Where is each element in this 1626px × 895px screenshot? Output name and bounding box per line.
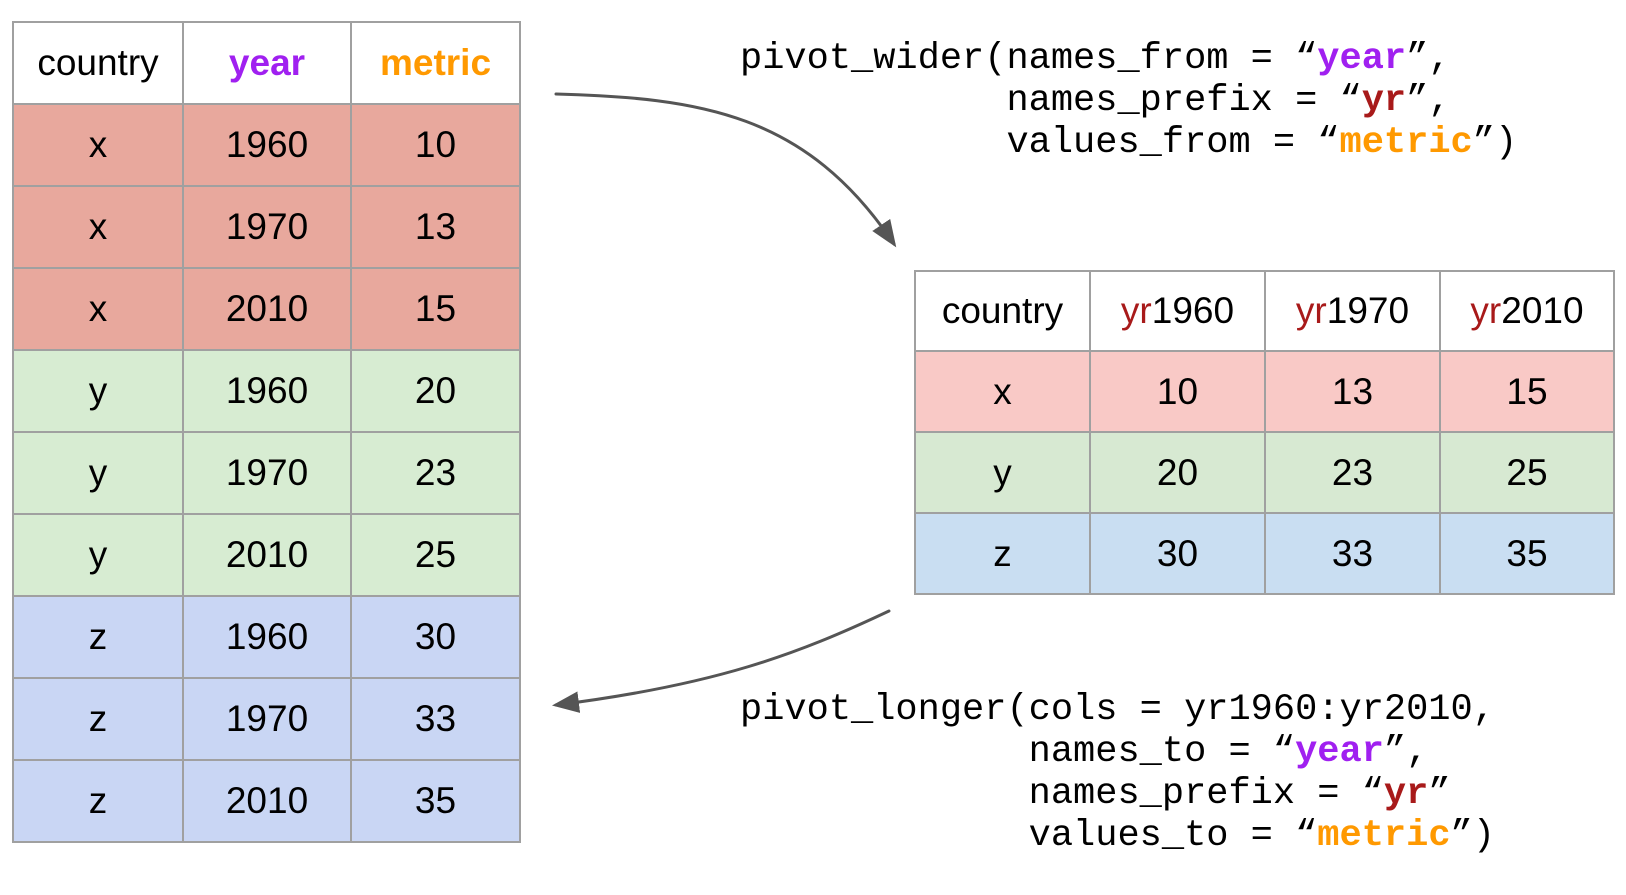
code-text: ”) [1472,122,1518,164]
long-table-header-metric: metric [350,21,521,105]
header-text: yr [1470,290,1502,331]
cell-country: y [914,431,1091,514]
cell-value: 33 [1264,512,1441,595]
wide-table-header-cell: yr1960 [1089,270,1266,352]
cell-metric: 10 [350,103,521,187]
code-text: pivot_longer(cols = yr1960:yr2010, [740,689,1495,731]
code-line: names_to = “year”, [740,731,1495,773]
cell-metric: 30 [350,595,521,679]
code-line: pivot_longer(cols = yr1960:yr2010, [740,689,1495,731]
pivot-wider-code: pivot_wider(names_from = “year”, names_p… [740,38,1517,164]
cell-value: 20 [1089,431,1266,514]
cell-value: 25 [1439,431,1615,514]
code-token: yr [1383,773,1429,815]
code-text: ”, [1406,80,1451,122]
cell-country: z [12,759,184,843]
cell-year: 1960 [182,595,352,679]
cell-country: z [12,595,184,679]
long-table-header-country: country [12,21,184,105]
cell-metric: 15 [350,267,521,351]
cell-metric: 20 [350,349,521,433]
cell-country: y [12,349,184,433]
cell-value: 23 [1264,431,1441,514]
cell-year: 1970 [182,185,352,269]
cell-metric: 33 [350,677,521,761]
wide-table-header-cell: yr1970 [1264,270,1441,352]
header-text: yr [1120,290,1152,331]
long-table-header-row: country year metric [12,21,521,105]
cell-value: 30 [1089,512,1266,595]
code-token: year [1317,38,1407,80]
code-text: ”) [1450,815,1495,857]
code-line: names_prefix = “yr”, [740,80,1517,122]
code-text: pivot_wider(names_from = “ [740,38,1318,80]
cell-year: 2010 [182,513,352,597]
wide-table-header-cell: yr2010 [1439,270,1615,352]
code-text: names_to = “ [740,731,1296,773]
cell-metric: 35 [350,759,521,843]
cell-year: 2010 [182,267,352,351]
code-line: pivot_wider(names_from = “year”, [740,38,1517,80]
code-text: ”, [1383,731,1429,773]
header-text: country [941,290,1064,331]
cell-year: 1970 [182,431,352,515]
code-text: names_prefix = “ [740,80,1362,122]
header-text: 1970 [1326,290,1410,331]
header-text: 2010 [1501,290,1584,331]
cell-country: x [12,103,184,187]
pivot-longer-code: pivot_longer(cols = yr1960:yr2010, names… [740,689,1495,857]
wide-table-header-cell: country [914,270,1091,352]
code-text: ” [1428,773,1451,815]
code-line: values_from = “metric”) [740,122,1517,164]
code-text: values_to = “ [740,815,1318,857]
cell-country: x [12,185,184,269]
cell-value: 13 [1264,350,1441,433]
code-text: names_prefix = “ [740,773,1384,815]
cell-country: x [12,267,184,351]
code-text: values_from = “ [740,122,1340,164]
cell-value: 35 [1439,512,1615,595]
cell-year: 1970 [182,677,352,761]
code-token: metric [1317,815,1451,857]
code-token: metric [1339,122,1473,164]
code-line: names_prefix = “yr” [740,773,1495,815]
cell-value: 15 [1439,350,1615,433]
cell-country: z [12,677,184,761]
cell-metric: 25 [350,513,521,597]
cell-year: 1960 [182,349,352,433]
cell-country: z [914,512,1091,595]
code-token: yr [1361,80,1407,122]
cell-metric: 23 [350,431,521,515]
cell-country: x [914,350,1091,433]
cell-year: 1960 [182,103,352,187]
code-token: year [1295,731,1384,773]
cell-metric: 13 [350,185,521,269]
header-text: 1960 [1151,290,1235,331]
code-text: ”, [1406,38,1451,80]
cell-value: 10 [1089,350,1266,433]
header-text: yr [1295,290,1327,331]
cell-country: y [12,431,184,515]
cell-year: 2010 [182,759,352,843]
cell-country: y [12,513,184,597]
long-table-header-year: year [182,21,352,105]
code-line: values_to = “metric”) [740,815,1495,857]
